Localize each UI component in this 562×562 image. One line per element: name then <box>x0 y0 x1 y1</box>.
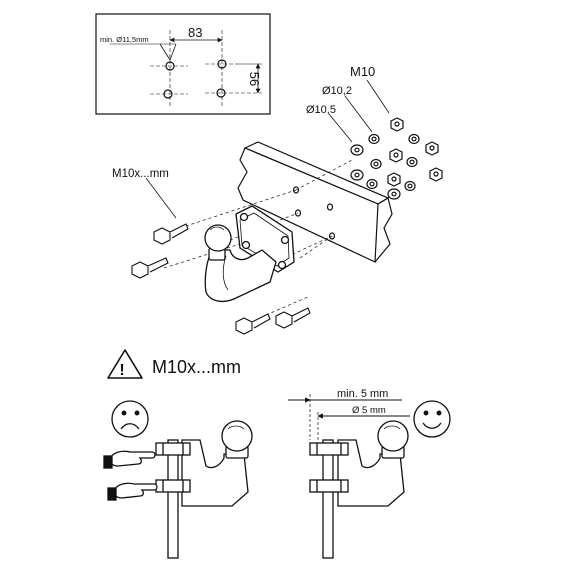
happy-face-icon <box>413 400 451 438</box>
bolts <box>131 177 311 335</box>
bolt-size-label: M10x...mm <box>112 168 169 180</box>
nut-size-label: M10 <box>350 64 375 79</box>
tow-ball <box>204 224 232 252</box>
chassis-beam <box>237 141 393 263</box>
hole-pattern-panel: min. Ø11,5mm 83 56 <box>95 13 271 115</box>
warning-triangle-icon <box>107 349 143 379</box>
min-protrusion-label: min. 5 mm <box>337 388 388 400</box>
washers-and-nuts <box>328 79 443 200</box>
horizontal-spacing-label: 83 <box>188 25 202 40</box>
tow-hitch <box>204 205 295 303</box>
washer-large-label: Ø10,5 <box>306 104 336 116</box>
warning-bolt-length-label: M10x...mm <box>152 357 241 377</box>
sad-face-icon <box>111 400 149 438</box>
min-hole-diameter-label: min. Ø11,5mm <box>100 35 149 44</box>
wrong-example <box>103 400 253 559</box>
pointing-hand-icon <box>103 450 156 469</box>
svg-text:!: ! <box>119 362 124 379</box>
vertical-spacing-label: 56 <box>247 72 262 86</box>
correct-example <box>288 394 451 559</box>
pointing-hand-icon <box>107 482 158 501</box>
warning-block: ! M10x...mm <box>107 349 241 379</box>
diameter-label: Ø 5 mm <box>352 405 386 416</box>
washer-small-label: Ø10,2 <box>322 85 352 97</box>
